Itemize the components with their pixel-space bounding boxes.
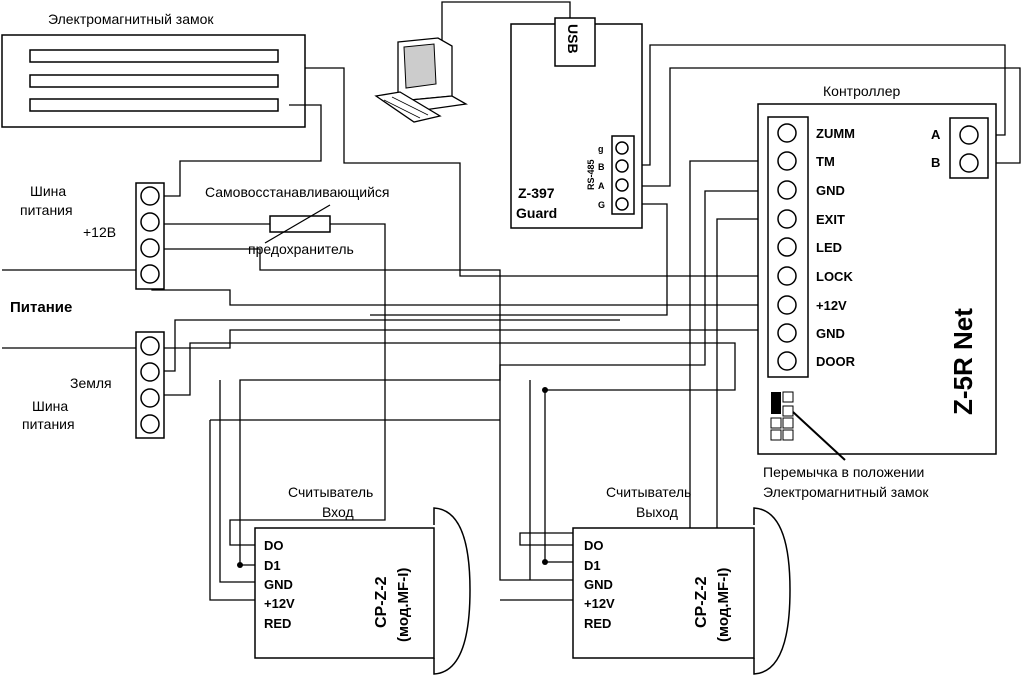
reader-out-pin-d1: D1: [584, 558, 601, 573]
converter-model: Z-397: [518, 185, 555, 201]
fuse-label-line2: предохранитель: [248, 241, 354, 257]
reader-in-title-line2: Вход: [322, 504, 354, 520]
reader-out-title: Считыватель: [606, 484, 691, 500]
electromagnetic-lock: Электромагнитный замок: [1, 11, 306, 128]
reader-in-pin-red: RED: [264, 616, 291, 631]
reader-in: Считыватель Вход DO D1 GND +12V RED CP-Z…: [254, 484, 471, 675]
jumper-note-line2: Электромагнитный замок: [763, 484, 929, 500]
power-label: Питание: [10, 299, 72, 316]
controller-model: Z-5R Net: [948, 308, 978, 415]
bus-top-label: Шина: [30, 183, 66, 199]
converter-pin-a: A: [598, 181, 605, 191]
reader-in-model-line2: (мод.MF-I): [395, 568, 412, 642]
reader-in-pin-12v: +12V: [264, 596, 295, 611]
ground-label: Земля: [70, 375, 112, 391]
converter-pin-gnd: G: [598, 200, 605, 210]
pin-door: DOOR: [816, 354, 856, 369]
reader-out-title-line2: Выход: [636, 504, 678, 520]
ground-bus-label-line2: питания: [22, 416, 75, 432]
reader-out: Считыватель Выход DO D1 GND +12V RED CP-…: [572, 484, 791, 675]
converter-model-line2: Guard: [516, 205, 557, 221]
bus-top-voltage: +12В: [83, 224, 116, 240]
reader-in-pin-gnd: GND: [264, 577, 293, 592]
pin-zumm: ZUMM: [816, 126, 855, 141]
reader-out-pin-red: RED: [584, 616, 611, 631]
fuse: Самовосстанавливающийся предохранитель: [205, 184, 390, 257]
computer-icon: [374, 37, 468, 123]
reader-out-pin-do: DO: [584, 538, 604, 553]
pin-gnd-2: GND: [816, 326, 845, 341]
wires: [2, 1, 1021, 601]
pin-gnd-1: GND: [816, 183, 845, 198]
pin-led: LED: [816, 240, 842, 255]
pin-exit: EXIT: [816, 212, 845, 227]
reader-out-model-line2: (мод.MF-I): [715, 568, 732, 642]
ground-bus-label: Шина: [32, 398, 68, 414]
reader-in-pin-do: DO: [264, 538, 284, 553]
pin-12v: +12V: [816, 298, 847, 313]
pin-tm: TM: [816, 154, 835, 169]
reader-out-pin-12v: +12V: [584, 596, 615, 611]
bus-top-label-line2: питания: [20, 202, 73, 218]
converter-pin-b: B: [598, 162, 605, 172]
lock-title: Электромагнитный замок: [48, 11, 214, 27]
ground-bus: Земля Шина питания: [22, 331, 165, 439]
reader-out-pin-gnd: GND: [584, 577, 613, 592]
usb-label: USB: [565, 24, 581, 54]
usb-port: [554, 17, 596, 67]
converter-pin-g: g: [598, 144, 604, 154]
pin-lock: LOCK: [816, 269, 853, 284]
reader-in-model: CP-Z-2: [373, 576, 390, 628]
junction-dots: [237, 387, 548, 568]
controller-z5r: Контроллер ZUMM TM GND EXIT LED LOCK +12…: [757, 83, 997, 500]
converter-z397: USB Z-397 Guard RS-485 g B A G: [510, 17, 643, 229]
bus-pin-b: B: [931, 155, 940, 170]
bus-pin-a: A: [931, 127, 941, 142]
fuse-label: Самовосстанавливающийся: [205, 184, 390, 200]
controller-title: Контроллер: [823, 83, 900, 99]
jumper-block: [770, 391, 846, 461]
rs485-label: RS-485: [586, 159, 596, 190]
reader-out-model: CP-Z-2: [693, 576, 710, 628]
reader-in-title: Считыватель: [288, 484, 373, 500]
reader-in-pin-d1: D1: [264, 558, 281, 573]
power-bus-top: Шина питания +12В: [20, 182, 165, 290]
jumper-note: Перемычка в положении: [763, 464, 924, 480]
